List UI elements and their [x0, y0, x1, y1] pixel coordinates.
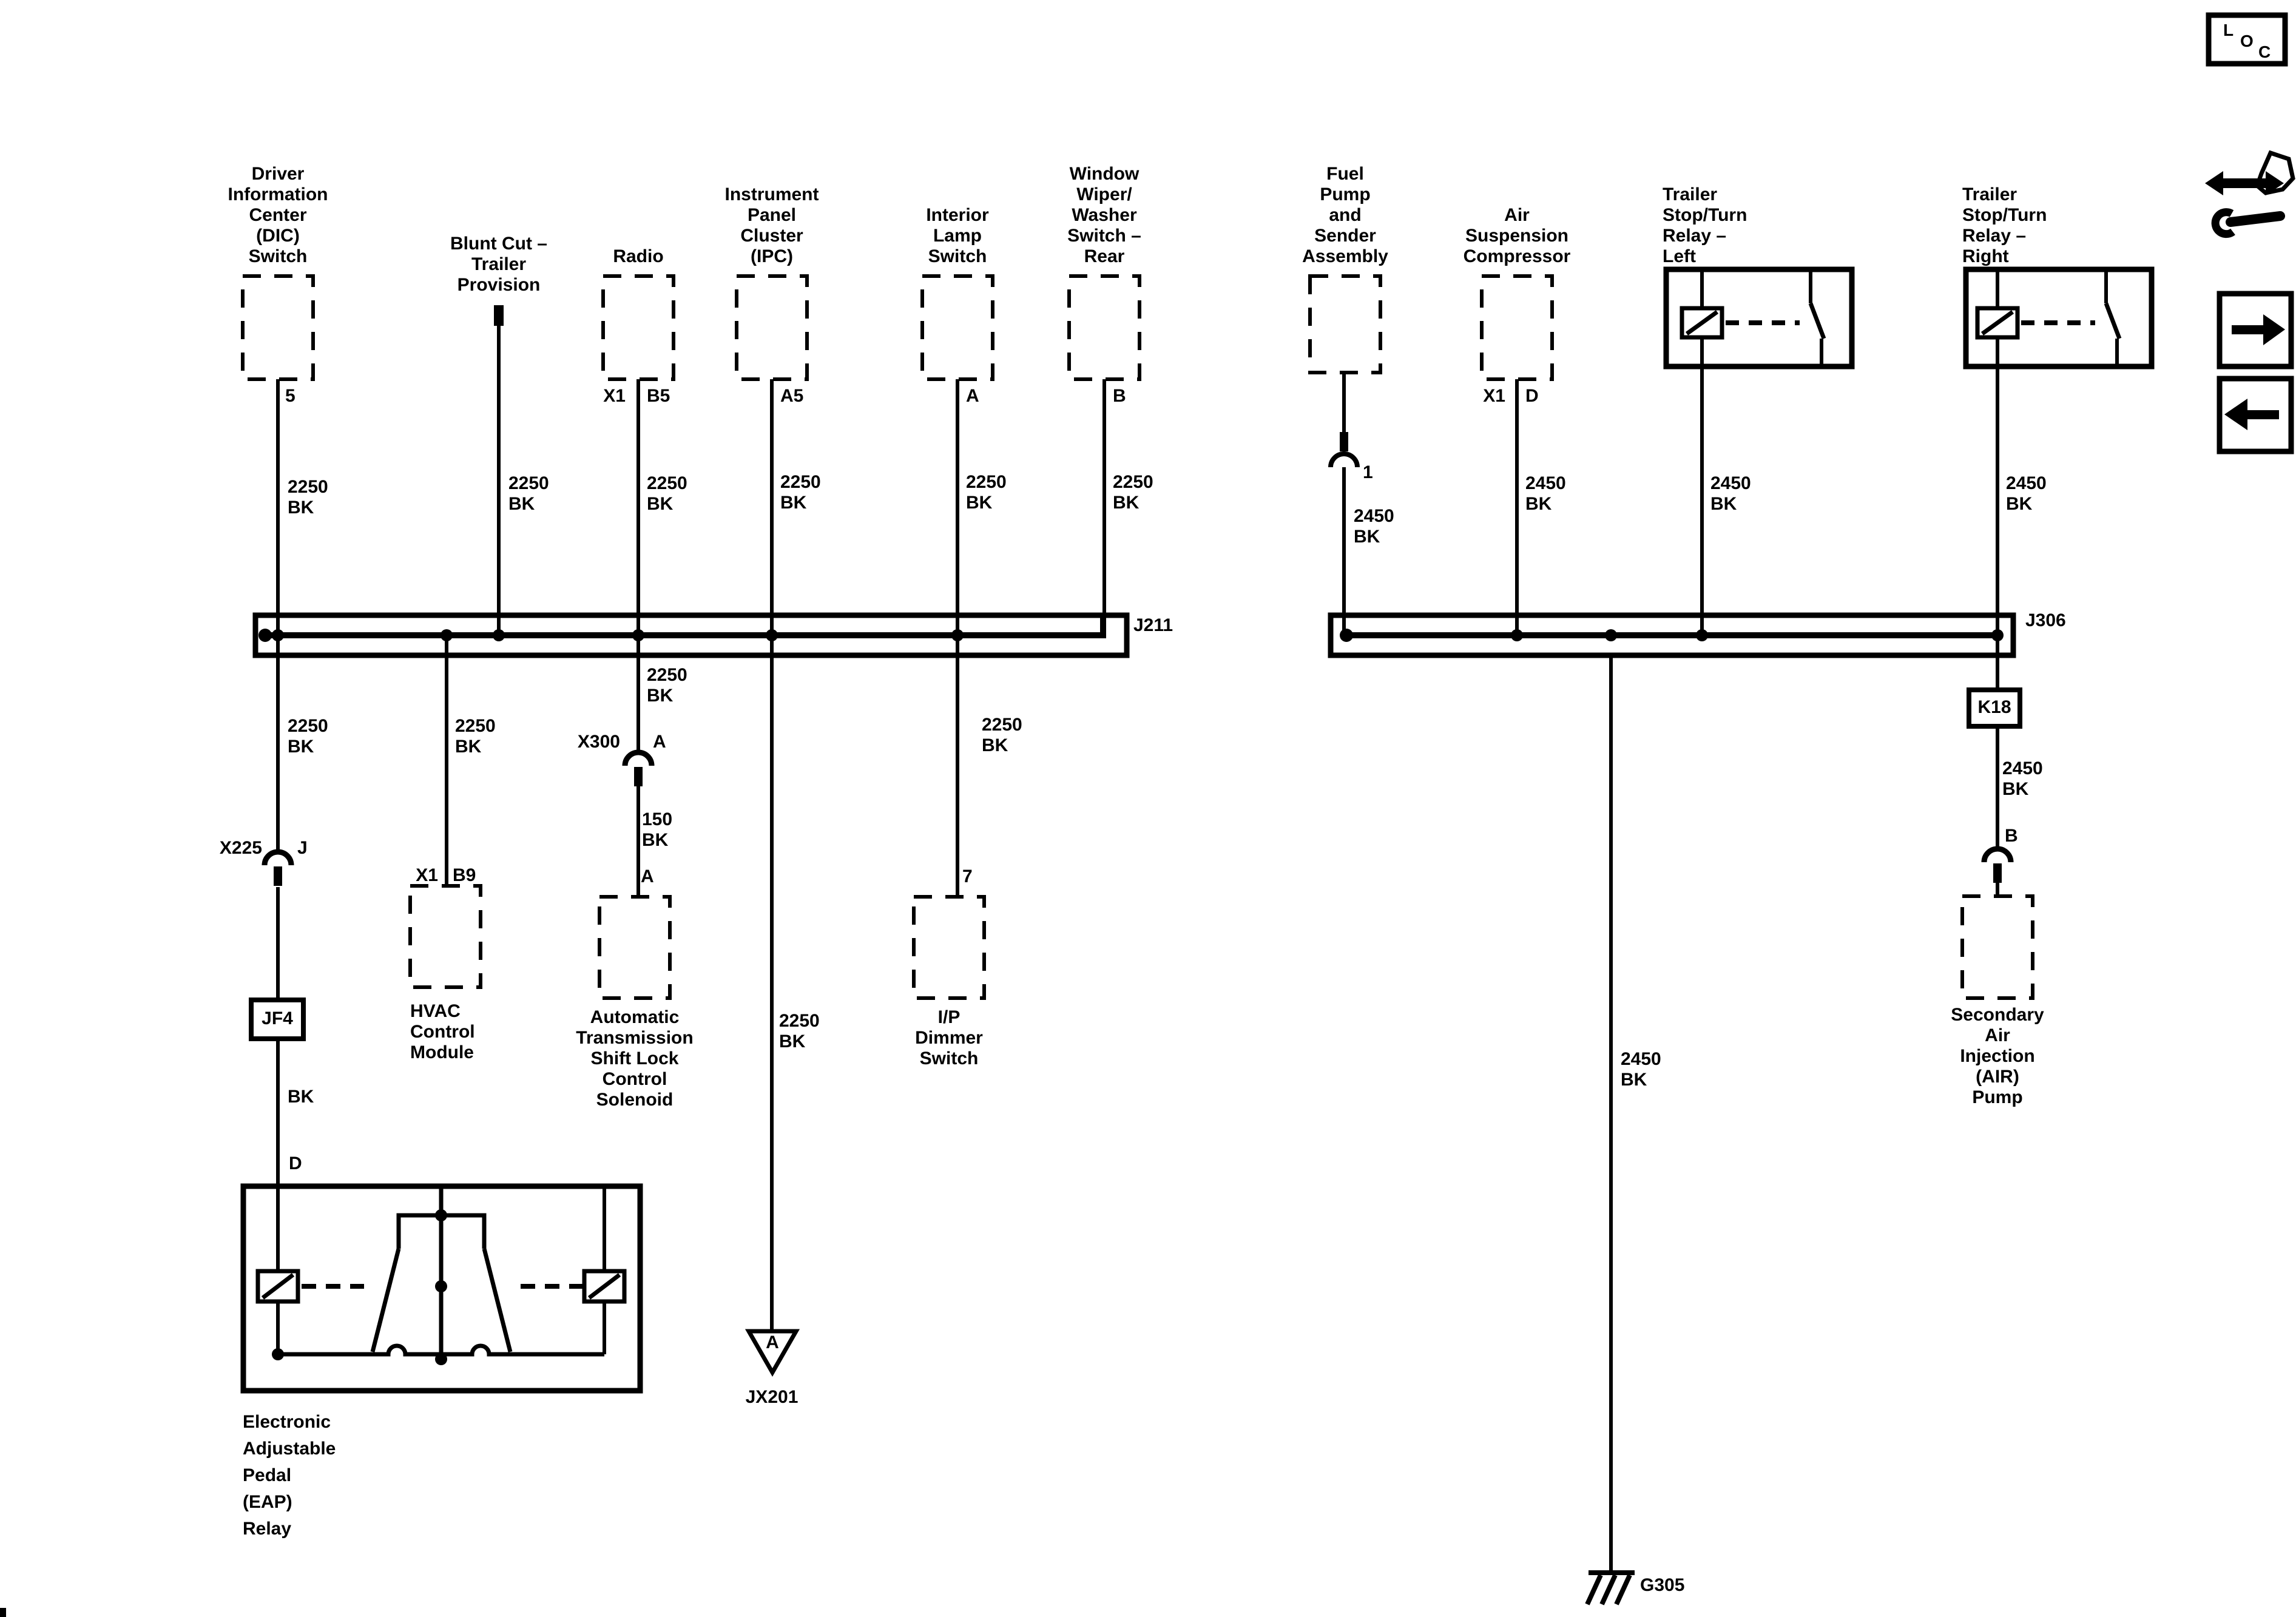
- air-compressor-label: Air Suspension Compressor: [1463, 205, 1571, 266]
- radio-box: [601, 274, 675, 381]
- jf4-box: [249, 998, 306, 1041]
- ip-dimmer-label: I/P Dimmer Switch: [915, 1007, 983, 1068]
- wire-blunt-cut: [494, 305, 504, 635]
- fuel-pump-box: [1308, 274, 1382, 374]
- wire-label: 2250 BK: [647, 665, 687, 706]
- splice-j211: [252, 612, 1130, 658]
- g305-label: G305: [1640, 1575, 1685, 1595]
- k18-label: K18: [1977, 697, 2011, 717]
- loc-letter-c: C: [2258, 42, 2271, 61]
- trailer-relay-right-symbol: [1963, 266, 2155, 370]
- wire-label: 2250 BK: [508, 473, 549, 514]
- trailer-relay-left-label: Trailer Stop/Turn Relay – Left: [1663, 184, 1747, 266]
- connector-b-symbol: [1981, 846, 2014, 883]
- air-pin-d: D: [1525, 386, 1539, 406]
- x225-label: X225: [219, 838, 262, 858]
- dic-pin: 5: [285, 386, 295, 406]
- wiper-washer-switch-box: [1067, 274, 1141, 381]
- wire-label: 2250 BK: [966, 472, 1007, 513]
- wire-label: 2450 BK: [1710, 473, 1751, 514]
- wire-label: 2250 BK: [780, 472, 821, 513]
- wire-label: 2250 BK: [982, 715, 1022, 755]
- wire-label: 2450 BK: [2006, 473, 2047, 514]
- ipc-pin: A5: [780, 386, 804, 406]
- wire-label: 2250 BK: [288, 716, 328, 757]
- shift-lock-solenoid-label: Automatic Transmission Shift Lock Contro…: [576, 1007, 694, 1110]
- wire-label: 2250 BK: [779, 1011, 820, 1052]
- wire-label: 2250 BK: [455, 716, 496, 757]
- hvac-pin-x1: X1: [416, 865, 438, 885]
- g305-ground-symbol: [1585, 1570, 1635, 1605]
- connector-x300-symbol: [622, 749, 655, 786]
- trailer-relay-right-label: Trailer Stop/Turn Relay – Right: [1962, 184, 2047, 266]
- j306-label: J306: [2025, 610, 2066, 630]
- wire-label: 2250 BK: [647, 473, 687, 514]
- air-pump-box: [1960, 894, 2034, 1000]
- hvac-module-box: [408, 884, 482, 989]
- forward-arrow-button[interactable]: [2217, 291, 2294, 370]
- shift-lock-solenoid-box: [598, 895, 672, 1000]
- wire-label: 150 BK: [642, 809, 673, 850]
- air-suspension-compressor-box: [1480, 274, 1554, 381]
- connector-x225-symbol: [262, 849, 294, 886]
- wire-label: BK: [288, 1087, 314, 1107]
- dimmer-pin: 7: [962, 866, 973, 886]
- wire-label: 2450 BK: [1621, 1049, 1661, 1090]
- lamp-pin: A: [966, 386, 979, 406]
- radio-pin-x1: X1: [603, 386, 626, 406]
- wire-label: 2250 BK: [288, 477, 328, 518]
- wire-label: 2250 BK: [1113, 472, 1153, 513]
- wire-fuel-pump-ground: [1328, 373, 1360, 633]
- wiper-pin: B: [1113, 386, 1126, 406]
- radio-pin-b5: B5: [647, 386, 670, 406]
- solenoid-pin: A: [641, 866, 654, 886]
- air-pin-x1: X1: [1483, 386, 1505, 406]
- corner-mark: [0, 1608, 6, 1617]
- loc-letter-l: L: [2223, 21, 2234, 39]
- jx201-ground-triangle: [745, 1329, 800, 1377]
- loc-letter-o: O: [2240, 32, 2254, 50]
- k18-box: [1967, 687, 2022, 729]
- air-pump-pin-b: B: [2005, 826, 2018, 846]
- wire-label: 2450 BK: [1525, 473, 1566, 514]
- ipc-box: [735, 274, 809, 381]
- x225-pin: J: [297, 838, 308, 858]
- fuel-pump-label: Fuel Pump and Sender Assembly: [1302, 164, 1388, 266]
- blunt-cut-label: Blunt Cut – Trailer Provision: [450, 234, 547, 295]
- wire-label: 2450 BK: [1354, 506, 1394, 547]
- j211-label: J211: [1133, 615, 1173, 635]
- trailer-relay-left-symbol: [1663, 266, 1855, 370]
- eap-pin-d: D: [289, 1153, 302, 1173]
- dic-switch-box: [241, 274, 315, 381]
- wiper-switch-label: Window Wiper/ Washer Switch – Rear: [1067, 164, 1141, 266]
- back-arrow-button[interactable]: [2217, 376, 2294, 454]
- air-pump-label: Secondary Air Injection (AIR) Pump: [1951, 1005, 2044, 1107]
- wire-label: 2450 BK: [2002, 758, 2043, 799]
- dic-switch-label: Driver Information Center (DIC) Switch: [228, 164, 328, 266]
- jf4-label: JF4: [262, 1008, 293, 1028]
- wiring-tools-icon[interactable]: [2205, 150, 2295, 238]
- splice-j306: [1328, 612, 2016, 658]
- loc-indicator-box: [2206, 12, 2288, 67]
- ip-dimmer-switch-box: [912, 895, 986, 1000]
- interior-lamp-switch-box: [920, 274, 994, 381]
- hvac-pin-b9: B9: [453, 865, 476, 885]
- fuel-pin: 1: [1363, 462, 1373, 482]
- x300-pin: A: [653, 732, 666, 752]
- jx201-pin: A: [766, 1332, 779, 1352]
- interior-lamp-label: Interior Lamp Switch: [926, 205, 989, 266]
- jx201-label: JX201: [745, 1387, 799, 1407]
- eap-relay-label: Electronic Adjustable Pedal (EAP) Relay: [243, 1412, 336, 1539]
- x300-label: X300: [577, 732, 620, 752]
- eap-relay-symbol: [240, 1183, 643, 1394]
- ipc-label: Instrument Panel Cluster (IPC): [724, 184, 819, 266]
- hvac-module-label: HVAC Control Module: [410, 1001, 475, 1062]
- radio-label: Radio: [613, 246, 664, 266]
